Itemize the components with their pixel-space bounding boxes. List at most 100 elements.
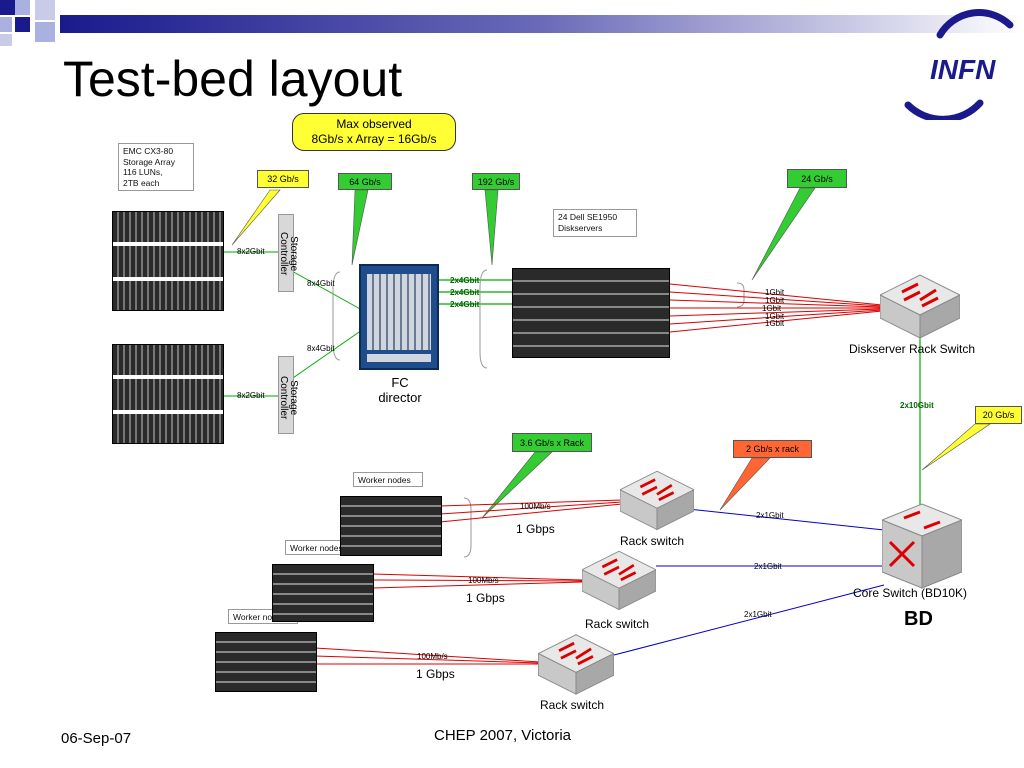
fc-label-line2: director: [378, 390, 422, 405]
corner-square-6: [35, 22, 55, 42]
callout-32-pointer: [231, 189, 281, 246]
uplink-label: 2x10Gbit: [900, 401, 934, 410]
rack-switch-label-3: Rack switch: [540, 698, 605, 712]
callout-32gbs: 32 Gb/s: [257, 170, 309, 188]
storage-note-line: 116 LUNs,: [123, 167, 163, 177]
link-ctrl1-fc: [289, 269, 363, 311]
rack-switch-1: [620, 470, 694, 531]
rack1-link-label: 100Mb/s: [520, 502, 551, 511]
controller-label-line2: Controller: [278, 232, 289, 276]
max-observed-line1: Max observed: [336, 117, 412, 131]
callout-64gbs: 64 Gb/s: [338, 173, 392, 190]
rack-switch-2: [582, 550, 656, 611]
rack3-link-label: 100Mb/s: [417, 652, 448, 661]
link-rack3-core: [613, 584, 885, 656]
rack-switch-label-2: Rack switch: [585, 617, 650, 631]
link-label-8x2-top: 8x2Gbit: [237, 247, 265, 256]
link-ctrl2-fc: [289, 329, 363, 381]
storage-note: EMC CX3-80 Storage Array 116 LUNs, 2TB e…: [118, 143, 194, 191]
corner-square-7: [0, 34, 12, 46]
corner-square-3: [35, 0, 55, 20]
callout-2gbs: 2 Gb/s x rack: [733, 440, 812, 458]
corner-square-4: [15, 17, 30, 32]
rack-switch-label-1: Rack switch: [620, 534, 685, 548]
bd-label: BD: [904, 608, 933, 630]
bracket-wn-right: [463, 497, 472, 558]
link-label-8x4-bottom: 8x4Gbit: [307, 344, 335, 353]
storage-note-line: 2TB each: [123, 177, 160, 188]
worker-rack-1: [340, 496, 442, 556]
fc-link-label: 2x4Gbit: [450, 288, 480, 297]
diskserver-link-label: 1Gbit: [765, 288, 785, 297]
link-rack1-core: [659, 505, 885, 531]
page-title: Test-bed layout: [63, 51, 403, 107]
rack2-link-label: 100Mb/s: [468, 576, 499, 585]
link-label-8x4-top: 8x4Gbit: [307, 279, 335, 288]
fc-director: [359, 264, 439, 370]
logo-text: INFN: [930, 54, 996, 85]
controller-label-line1: Storage: [288, 236, 299, 272]
controller-label-line1: Storage: [288, 380, 299, 416]
core-switch-label: Core Switch (BD10K): [853, 586, 968, 600]
controller-label-2: Storage Controller: [278, 376, 299, 420]
diskserver-link-label: 1Gbit: [765, 296, 785, 305]
rack3-speed: 1 Gbps: [416, 667, 455, 681]
diskserver-rack: [512, 268, 670, 358]
core-link-label-2: 2x1Gbit: [754, 562, 782, 571]
rack1-speed: 1 Gbps: [516, 522, 555, 536]
storage-array-1: [112, 211, 224, 311]
title-bar: [60, 15, 1024, 33]
diskserver-link-label: 1Gbit: [765, 312, 785, 321]
diskserver-switch-label: Diskserver Rack Switch: [849, 342, 976, 356]
storage-note-line: EMC CX3-80: [123, 146, 174, 156]
bracket-fc-left: [332, 271, 341, 361]
footer-center: CHEP 2007, Victoria: [434, 727, 572, 744]
core-link-label-1: 2x1Gbit: [756, 511, 784, 520]
fc-label: FC director: [370, 375, 430, 405]
controller-label-line2: Controller: [278, 376, 289, 420]
corner-square-2: [15, 0, 30, 15]
infn-logo: INFN: [904, 9, 1014, 120]
callout-192gbs: 192 Gb/s: [472, 173, 520, 190]
rack-switch-3: [538, 634, 614, 695]
diskserver-note-line: 24 Dell SE1950: [558, 212, 618, 222]
fc-link-label: 2x4Gbit: [450, 276, 480, 285]
storage-array-2: [112, 344, 224, 444]
diskserver-rack-switch: [880, 274, 960, 339]
diskserver-link-label: 1Gbit: [762, 304, 782, 313]
callout-20-pointer: [921, 423, 991, 471]
fc-link-label: 2x4Gbit: [450, 300, 480, 309]
callout-36gbs: 3.6 Gb/s x Rack: [512, 433, 592, 452]
callout-64-pointer: [351, 189, 369, 266]
diskserver-note-line: Diskservers: [558, 222, 603, 233]
callout-24-pointer: [751, 187, 816, 281]
diskserver-note: 24 Dell SE1950 Diskservers: [553, 209, 637, 237]
callout-24gbs: 24 Gb/s: [787, 169, 847, 188]
diskserver-link-label: 1Gbit: [765, 319, 785, 328]
bracket-ds-left: [479, 269, 488, 369]
callout-192-pointer: [484, 189, 499, 266]
link-label-8x2-bottom: 8x2Gbit: [237, 391, 265, 400]
max-observed-line2: 8Gb/s x Array = 16Gb/s: [311, 132, 437, 146]
rack2-speed: 1 Gbps: [466, 591, 505, 605]
worker-nodes-note-2: Worker nodes: [285, 540, 355, 555]
storage-controller-2: [278, 356, 294, 434]
bracket-ds-right: [736, 282, 745, 308]
callout-2-pointer: [719, 457, 771, 511]
max-observed-callout: Max observed 8Gb/s x Array = 16Gb/s: [292, 113, 456, 151]
controller-label-1: Storage Controller: [278, 232, 299, 276]
corner-square-1: [0, 0, 15, 15]
fc-label-line1: FC: [391, 375, 409, 390]
footer-date: 06-Sep-07: [61, 730, 132, 747]
core-link-label-3: 2x1Gbit: [744, 610, 772, 619]
core-switch: [882, 503, 962, 589]
storage-controller-1: [278, 214, 294, 292]
worker-rack-3: [215, 632, 317, 692]
corner-square-5: [0, 17, 12, 32]
callout-20gbs: 20 Gb/s: [975, 406, 1022, 424]
callout-36-pointer: [481, 451, 553, 519]
worker-nodes-note-1: Worker nodes: [353, 472, 423, 487]
storage-note-line: Storage Array: [123, 156, 175, 167]
worker-rack-2: [272, 564, 374, 622]
